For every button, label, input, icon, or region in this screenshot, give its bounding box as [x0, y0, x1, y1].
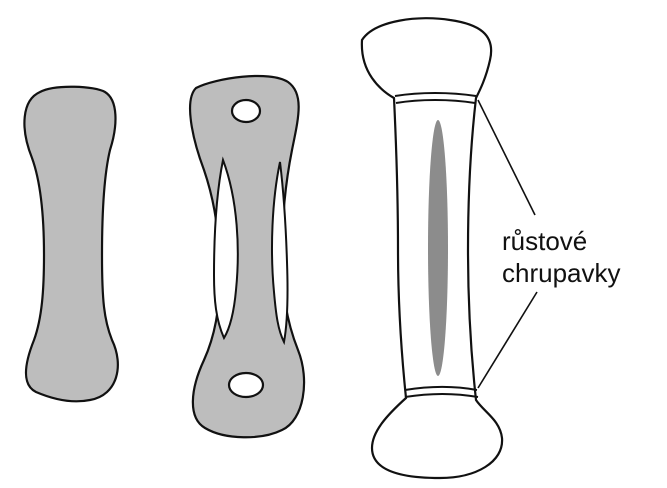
growth-cartilage-label-line2: chrupavky [502, 258, 621, 288]
leader-line-lower [478, 292, 537, 388]
ossifying-bone [190, 76, 304, 437]
cartilage-model-outline [24, 87, 117, 402]
leader-line-upper [478, 100, 535, 215]
ossifying-bone-upper-ossification-center [232, 100, 260, 122]
medullary-cavity [428, 120, 448, 376]
ossifying-bone-lower-ossification-center [229, 373, 263, 397]
growth-cartilage-label-line1: růstové [502, 226, 587, 256]
cartilage-model [24, 87, 117, 402]
mature-long-bone [362, 18, 502, 478]
